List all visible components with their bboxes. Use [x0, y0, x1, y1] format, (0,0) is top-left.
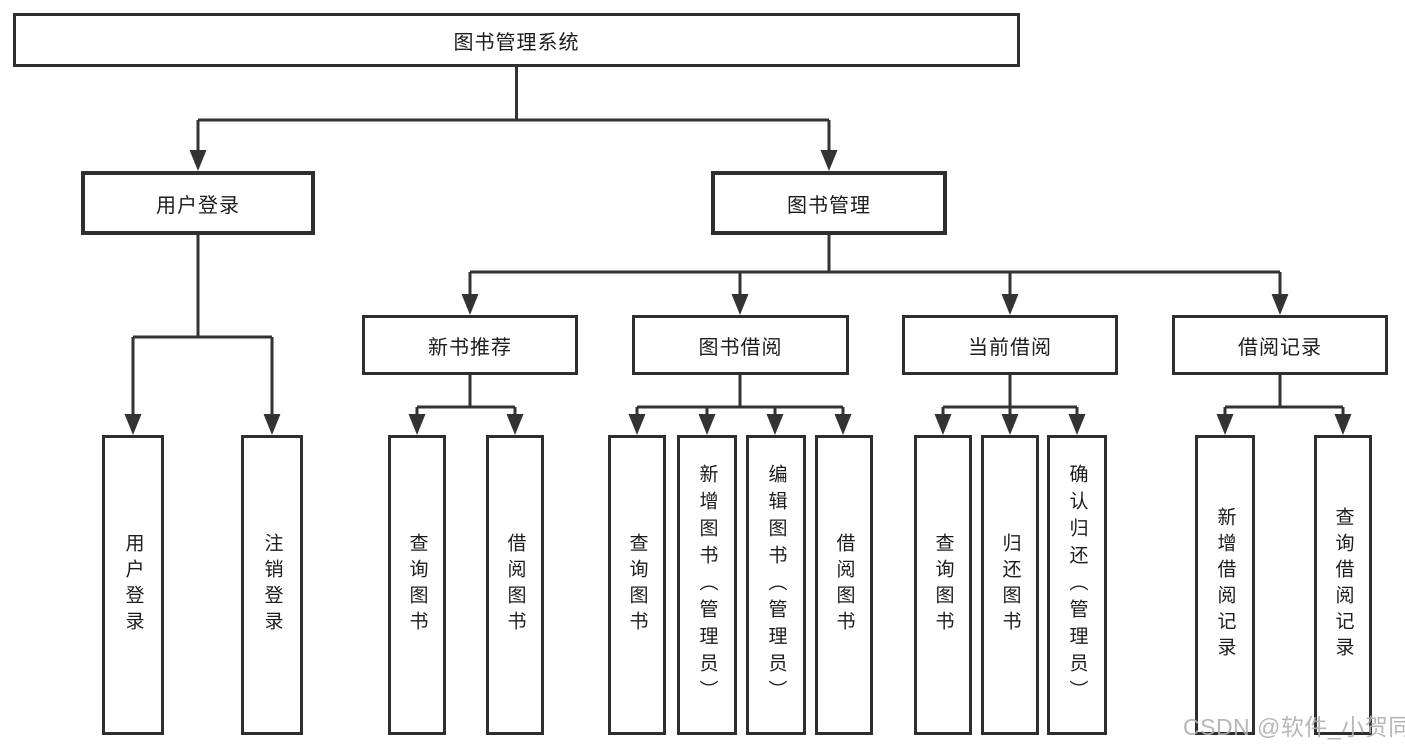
leaf-user-login: 用户登录: [102, 435, 164, 735]
node-label: 查询图书: [406, 533, 428, 637]
node-label: 新增图书（管理员）: [696, 463, 718, 707]
node-label: 用户登录: [156, 194, 240, 217]
node-label: 新增借阅记录: [1214, 507, 1236, 663]
arrowheads: [124, 150, 1352, 435]
node-label: 确认归还（管理员）: [1066, 463, 1088, 707]
leaf-query-books-recommend: 查询图书: [388, 435, 446, 735]
node-label: 用户登录: [122, 533, 144, 637]
leaf-query-books-current: 查询图书: [914, 435, 972, 735]
tree-edges: [131, 67, 1345, 418]
node-book-borrowing: 图书借阅: [632, 315, 849, 375]
leaf-borrow-books: 借阅图书: [815, 435, 873, 735]
leaf-add-books-admin: 新增图书（管理员）: [677, 435, 737, 735]
leaf-add-borrow-record: 新增借阅记录: [1195, 435, 1255, 735]
leaf-edit-books-admin: 编辑图书（管理员）: [746, 435, 806, 735]
leaf-return-books: 归还图书: [981, 435, 1039, 735]
leaf-confirm-return-admin: 确认归还（管理员）: [1047, 435, 1107, 735]
node-label: 编辑图书（管理员）: [765, 463, 787, 707]
node-label: 查询图书: [932, 533, 954, 637]
leaf-logout: 注销登录: [241, 435, 303, 735]
node-label: 新书推荐: [428, 336, 512, 359]
node-label: 借阅记录: [1238, 336, 1322, 359]
node-label: 图书借阅: [698, 336, 783, 359]
node-user-login: 用户登录: [81, 171, 315, 235]
node-label: 注销登录: [261, 533, 283, 637]
node-library-management-system: 图书管理系统: [13, 13, 1020, 67]
node-label: 图书管理: [787, 194, 871, 217]
node-current-borrowing: 当前借阅: [902, 315, 1118, 375]
node-label: 图书管理系统: [453, 31, 580, 54]
node-label: 当前借阅: [968, 336, 1052, 359]
node-borrowing-records: 借阅记录: [1172, 315, 1388, 375]
node-label: 查询借阅记录: [1332, 507, 1354, 663]
node-label: 借阅图书: [833, 533, 855, 637]
csdn-watermark: CSDN @软件_小贺同学: [1183, 714, 1405, 740]
node-new-book-recommendation: 新书推荐: [362, 315, 578, 375]
node-label: 借阅图书: [504, 533, 526, 637]
leaf-query-borrow-record: 查询借阅记录: [1314, 435, 1372, 735]
node-book-management: 图书管理: [711, 171, 947, 235]
node-label: 查询图书: [626, 533, 648, 637]
node-label: 归还图书: [999, 533, 1021, 637]
leaf-borrow-books-recommend: 借阅图书: [486, 435, 544, 735]
leaf-query-books-borrow: 查询图书: [608, 435, 666, 735]
